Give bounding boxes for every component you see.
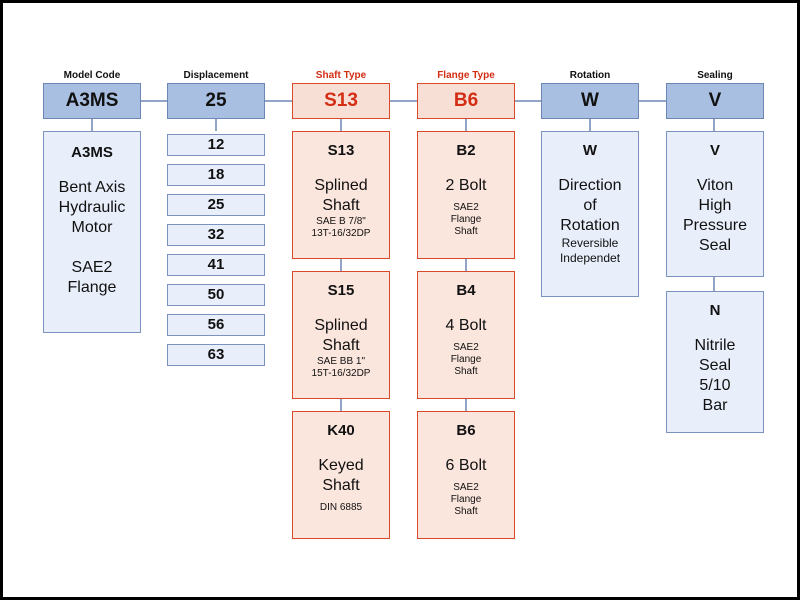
- shaft-option-s15: S15 Splined Shaft SAE BB 1" 15T-16/32DP: [292, 271, 390, 399]
- shaft-option-line1: Keyed: [318, 457, 364, 474]
- shaft-option-code: K40: [327, 422, 355, 439]
- displacement-option-18: 18: [167, 164, 265, 186]
- displacement-option-25: 25: [167, 194, 265, 216]
- sealing-option-line1: Viton: [696, 177, 734, 194]
- flange-option-note3: Shaft: [454, 366, 478, 377]
- displacement-option-50: 50: [167, 284, 265, 306]
- code-rotation: W: [541, 83, 639, 119]
- sealing-option-line4: Bar: [702, 397, 728, 414]
- rotation-option-code: W: [582, 142, 598, 159]
- flange-option-line1: 4 Bolt: [445, 317, 487, 334]
- displacement-option-56: 56: [167, 314, 265, 336]
- model-option-code: A3MS: [71, 144, 113, 161]
- rotation-option-box: W Direction of Rotation Reversible Indep…: [541, 131, 639, 297]
- header-rotation: Rotation: [569, 70, 611, 81]
- header-shaft-type: Shaft Type: [315, 70, 367, 81]
- sealing-option-code: V: [709, 142, 720, 159]
- displacement-option-63: 63: [167, 344, 265, 366]
- model-option-line5: Flange: [67, 279, 117, 296]
- shaft-option-note2: 15T-16/32DP: [311, 368, 371, 379]
- code-displacement: 25: [167, 83, 265, 119]
- flange-option-note1: SAE2: [453, 482, 479, 493]
- shaft-option-line1: Splined: [314, 177, 368, 194]
- header-displacement: Displacement: [183, 70, 249, 81]
- shaft-option-note1: DIN 6885: [319, 502, 363, 513]
- shaft-option-code: S13: [327, 142, 355, 159]
- shaft-option-line2: Shaft: [322, 197, 360, 214]
- model-option-line4: SAE2: [71, 259, 113, 276]
- shaft-option-note2: 13T-16/32DP: [311, 228, 371, 239]
- code-sealing: V: [666, 83, 764, 119]
- shaft-option-code: S15: [327, 282, 355, 299]
- sealing-option-line3: Pressure: [682, 217, 748, 234]
- code-shaft: S13: [292, 83, 390, 119]
- rotation-option-note1: Reversible: [561, 236, 619, 250]
- shaft-option-s13: S13 Splined Shaft SAE B 7/8" 13T-16/32DP: [292, 131, 390, 259]
- rotation-option-note2: Independet: [559, 251, 621, 265]
- flange-option-note1: SAE2: [453, 202, 479, 213]
- sealing-option-v: V Viton High Pressure Seal: [666, 131, 764, 277]
- shaft-option-line2: Shaft: [322, 337, 360, 354]
- sealing-option-line3: 5/10: [699, 377, 731, 394]
- sealing-option-n: N Nitrile Seal 5/10 Bar: [666, 291, 764, 433]
- flange-option-code: B4: [456, 282, 476, 299]
- shaft-option-k40: K40 Keyed Shaft DIN 6885: [292, 411, 390, 539]
- sealing-option-line4: Seal: [698, 237, 732, 254]
- displacement-option-32: 32: [167, 224, 265, 246]
- header-sealing: Sealing: [697, 70, 733, 81]
- rotation-option-line2: of: [583, 197, 597, 214]
- flange-option-line1: 2 Bolt: [445, 177, 487, 194]
- displacement-option-12: 12: [167, 134, 265, 156]
- flange-option-code: B6: [456, 422, 476, 439]
- header-model-code: Model Code: [63, 70, 121, 81]
- sealing-option-code: N: [709, 302, 721, 319]
- sealing-option-line2: High: [698, 197, 732, 214]
- sealing-option-line1: Nitrile: [694, 337, 736, 354]
- rotation-option-line3: Rotation: [560, 217, 620, 234]
- sealing-option-line2: Seal: [698, 357, 732, 374]
- flange-option-line1: 6 Bolt: [445, 457, 487, 474]
- shaft-option-line1: Splined: [314, 317, 368, 334]
- flange-option-b4: B4 4 Bolt SAE2 Flange Shaft: [417, 271, 515, 399]
- code-model: A3MS: [43, 83, 141, 119]
- model-option-line2: Hydraulic: [58, 199, 126, 216]
- flange-option-note2: Flange: [450, 214, 482, 225]
- model-option-box: A3MS Bent Axis Hydraulic Motor SAE2 Flan…: [43, 131, 141, 333]
- displacement-option-41: 41: [167, 254, 265, 276]
- flange-option-b2: B2 2 Bolt SAE2 Flange Shaft: [417, 131, 515, 259]
- model-option-line1: Bent Axis: [58, 179, 126, 196]
- flange-option-note2: Flange: [450, 354, 482, 365]
- shaft-option-note1: SAE BB 1": [316, 356, 366, 367]
- flange-option-b6: B6 6 Bolt SAE2 Flange Shaft: [417, 411, 515, 539]
- flange-option-code: B2: [456, 142, 476, 159]
- code-flange: B6: [417, 83, 515, 119]
- header-flange-type: Flange Type: [437, 70, 495, 81]
- flange-option-note3: Shaft: [454, 226, 478, 237]
- flange-option-note3: Shaft: [454, 506, 478, 517]
- shaft-option-note1: SAE B 7/8": [316, 216, 366, 227]
- flange-option-note2: Flange: [450, 494, 482, 505]
- shaft-option-line2: Shaft: [322, 477, 360, 494]
- model-option-line3: Motor: [71, 219, 113, 236]
- rotation-option-line1: Direction: [558, 177, 622, 194]
- flange-option-note1: SAE2: [453, 342, 479, 353]
